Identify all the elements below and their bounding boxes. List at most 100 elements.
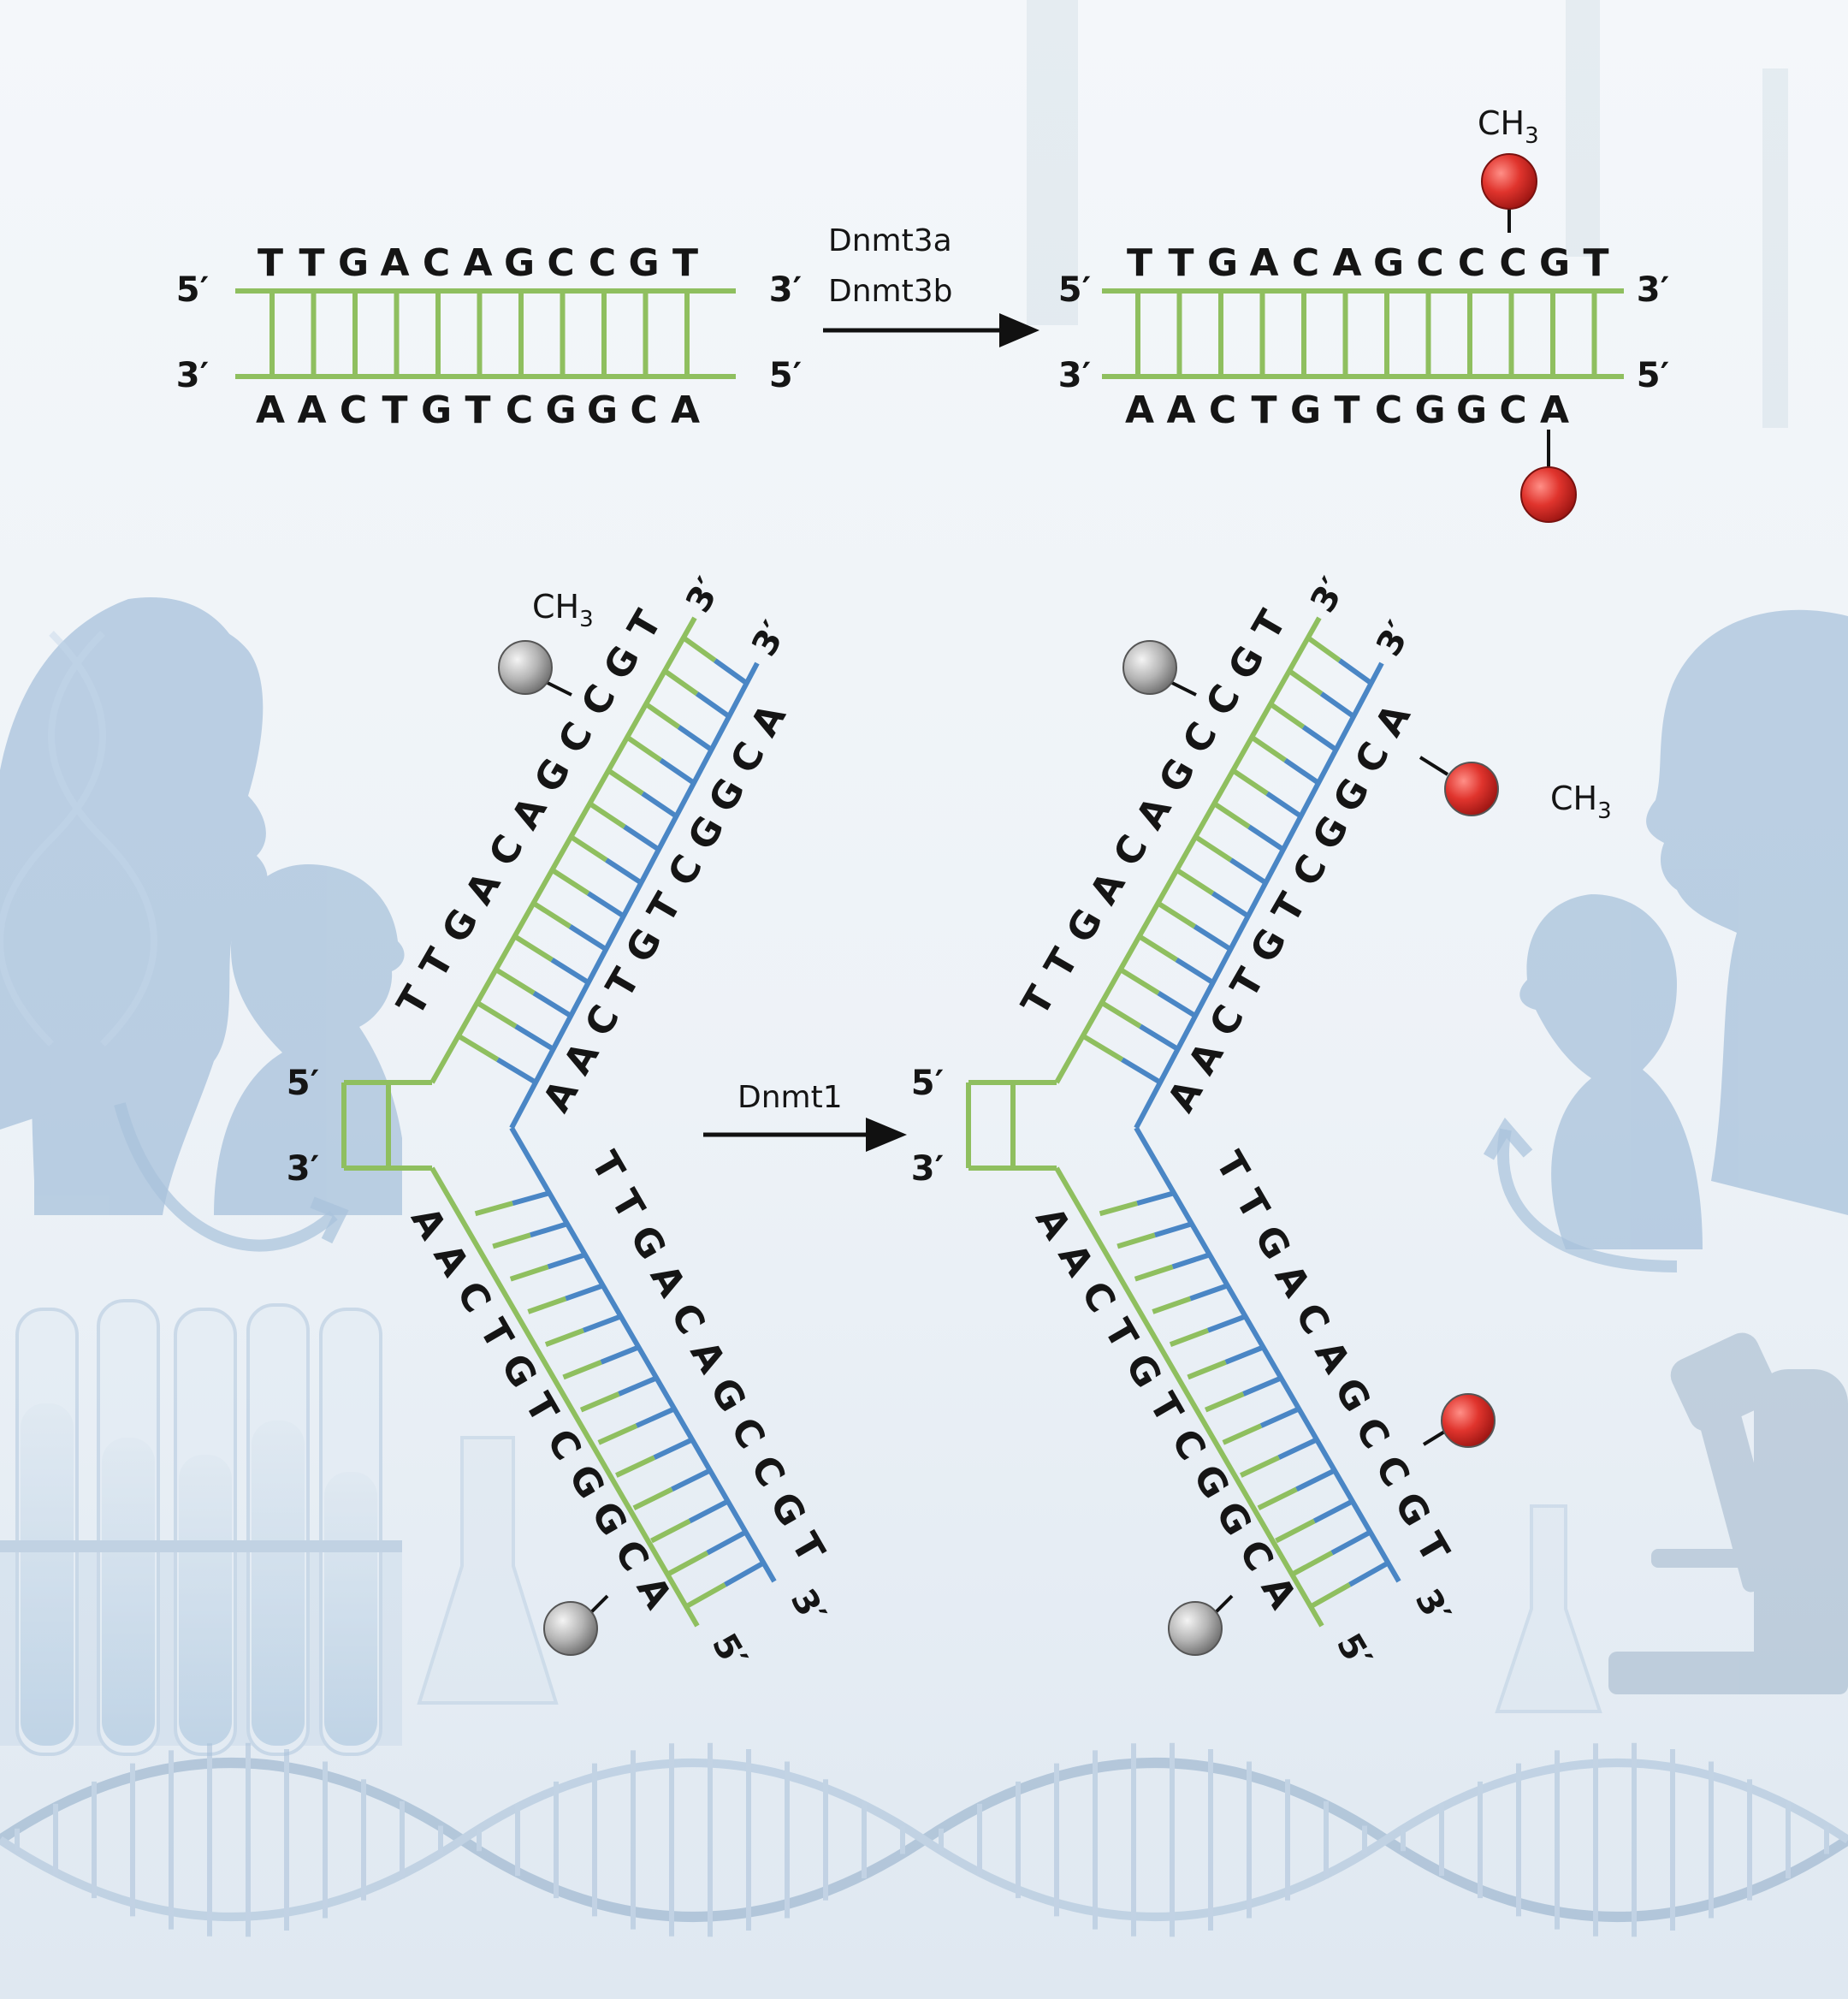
nucleotide-letter: C bbox=[340, 389, 367, 432]
methyl-label: CH3 bbox=[1478, 104, 1539, 149]
nucleotide-letter: G bbox=[1220, 638, 1273, 687]
nucleotide-letter: G bbox=[434, 902, 487, 951]
enzyme-label-dnmt3b: Dnmt3b bbox=[828, 274, 952, 309]
nucleotide-letter: T bbox=[1036, 941, 1087, 985]
nucleotide-letter: G bbox=[1151, 751, 1204, 800]
label-3-prime: 3′ bbox=[783, 1582, 833, 1630]
nucleotide-letter: A bbox=[1253, 1569, 1305, 1616]
curved-arrow-right-icon bbox=[1496, 1128, 1678, 1272]
nucleotide-letter: C bbox=[1072, 1274, 1123, 1320]
nucleotide-letter: G bbox=[1058, 902, 1111, 951]
nucleotide-letter: G bbox=[1539, 241, 1570, 285]
nucleotide-letter: G bbox=[1304, 809, 1357, 857]
nucleotide-letter: T bbox=[1140, 1386, 1191, 1430]
mother-child-silhouette-icon bbox=[0, 597, 405, 1215]
nucleotide-letter: C bbox=[1198, 678, 1249, 723]
nucleotide-letter: C bbox=[589, 241, 616, 285]
flask-icon bbox=[417, 1436, 1602, 1713]
nucleotide-letter: G bbox=[761, 1486, 814, 1534]
nucleotide-letter: G bbox=[1325, 1371, 1378, 1420]
nucleotide-letter: A bbox=[671, 389, 700, 432]
nucleotide-letter: A bbox=[457, 865, 509, 912]
nucleotide-letter: C bbox=[577, 998, 628, 1043]
nucleotide-letter: C bbox=[660, 848, 711, 893]
nucleotide-letter: T bbox=[1223, 961, 1273, 1005]
right-arrow-icon bbox=[703, 1118, 907, 1152]
label-3-prime: 3′ bbox=[744, 614, 795, 662]
nucleotide-letter: G bbox=[701, 771, 754, 820]
nucleotide-letter: A bbox=[1249, 241, 1278, 285]
nucleotide-letter: A bbox=[1332, 241, 1361, 285]
label-5-prime: 5′ bbox=[769, 356, 802, 395]
nucleotide-letter: A bbox=[1166, 389, 1195, 432]
nucleotide-letter: A bbox=[1367, 697, 1419, 744]
methyl-group-new-icon bbox=[1441, 1393, 1496, 1448]
nucleotide-letter: G bbox=[1242, 922, 1295, 970]
methyl-group-existing-icon bbox=[498, 640, 553, 695]
nucleotide-letter: A bbox=[1159, 1072, 1211, 1119]
methyl-group-new-icon bbox=[1520, 430, 1577, 523]
father-child-silhouette-icon bbox=[1519, 609, 1848, 1249]
nucleotide-letter: C bbox=[1375, 389, 1402, 432]
label-3-prime: 3′ bbox=[176, 356, 209, 395]
nucleotide-letter: A bbox=[463, 241, 492, 285]
nucleotide-letter: G bbox=[1290, 389, 1321, 432]
label-5-prime: 5′ bbox=[1058, 270, 1091, 310]
dna-helix-icon bbox=[0, 1742, 1848, 1937]
nucleotide-letter: A bbox=[1050, 1237, 1102, 1284]
nucleotide-letter: C bbox=[1292, 241, 1319, 285]
nucleotide-letter: A bbox=[1180, 1035, 1232, 1082]
nucleotide-letter: C bbox=[1209, 389, 1236, 432]
nucleotide-letter: C bbox=[1347, 1410, 1398, 1456]
nucleotide-letter: G bbox=[628, 241, 659, 285]
nucleotide-letter: T bbox=[1264, 887, 1314, 930]
label-5-prime: 5′ bbox=[911, 1064, 944, 1103]
label-5-prime: 5′ bbox=[287, 1064, 319, 1103]
nucleotide-letter: A bbox=[1128, 790, 1180, 837]
methyl-group-existing-icon bbox=[1168, 1601, 1223, 1656]
nucleotide-letter: C bbox=[1416, 241, 1443, 285]
nucleotide-letter: C bbox=[1499, 241, 1526, 285]
nucleotide-letter: T bbox=[258, 241, 283, 285]
nucleotide-letter: T bbox=[583, 1144, 633, 1188]
nucleotide-letter: A bbox=[1540, 389, 1569, 432]
nucleotide-letter: A bbox=[425, 1237, 477, 1284]
nucleotide-letter: C bbox=[1499, 389, 1526, 432]
nucleotide-letter: C bbox=[481, 827, 532, 873]
dna-helix-icon bbox=[0, 631, 157, 1047]
nucleotide-letter: G bbox=[701, 1371, 754, 1420]
nucleotide-letter: G bbox=[618, 922, 671, 970]
methyl-group-existing-icon bbox=[1122, 640, 1177, 695]
nucleotide-letter: T bbox=[1095, 1312, 1146, 1355]
nucleotide-letter: T bbox=[672, 241, 698, 285]
nucleotide-letter: A bbox=[1027, 1200, 1079, 1247]
methyl-bond bbox=[545, 680, 572, 697]
nucleotide-letter: A bbox=[681, 1333, 733, 1380]
methyl-bond bbox=[1213, 1594, 1234, 1615]
nucleotide-letter: T bbox=[1244, 603, 1294, 647]
nucleotide-letter: G bbox=[1385, 1486, 1438, 1534]
nucleotide-letter: C bbox=[1201, 998, 1253, 1043]
nucleotide-letter: C bbox=[1284, 848, 1336, 893]
nucleotide-letter: T bbox=[516, 1386, 566, 1430]
nucleotide-letter: A bbox=[1081, 865, 1134, 912]
nucleotide-letter: A bbox=[743, 697, 795, 744]
label-5-prime: 5′ bbox=[1329, 1627, 1379, 1675]
nucleotide-letter: T bbox=[299, 241, 324, 285]
nucleotide-letter: C bbox=[1458, 241, 1485, 285]
nucleotide-letter: C bbox=[722, 735, 773, 780]
nucleotide-letter: G bbox=[587, 389, 618, 432]
nucleotide-letter: C bbox=[547, 241, 574, 285]
methyl-label: CH3 bbox=[1550, 780, 1612, 824]
methyl-group-new-icon bbox=[1481, 153, 1537, 233]
nucleotide-letter: T bbox=[471, 1312, 521, 1355]
label-3-prime: 3′ bbox=[1369, 614, 1419, 662]
nucleotide-letter: C bbox=[1105, 827, 1157, 873]
methyl-bond bbox=[1422, 1429, 1448, 1446]
nucleotide-letter: A bbox=[535, 1072, 587, 1119]
nucleotide-letter: A bbox=[503, 790, 555, 837]
